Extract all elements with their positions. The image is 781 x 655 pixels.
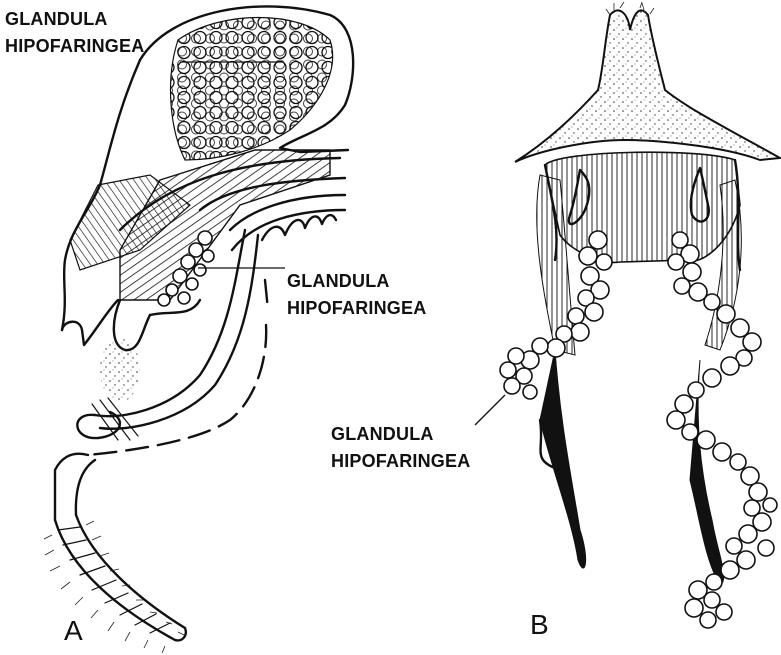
label-line-2: HIPOFARINGEA bbox=[5, 36, 144, 56]
label-gland-a-mid: GLANDULA HIPOFARINGEA bbox=[287, 271, 426, 318]
panel-label-a: A bbox=[64, 615, 83, 646]
label-line-1: GLANDULA bbox=[331, 424, 434, 444]
panel-label-b: B bbox=[530, 609, 549, 640]
label-line-2: HIPOFARINGEA bbox=[287, 298, 426, 318]
label-gland-b: GLANDULA HIPOFARINGEA bbox=[331, 424, 470, 471]
panel-a-drawing bbox=[44, 6, 353, 653]
label-line-1: GLANDULA bbox=[5, 9, 108, 29]
label-line-2: HIPOFARINGEA bbox=[331, 451, 470, 471]
panel-b-drawing bbox=[475, 2, 780, 628]
label-gland-a-top: GLANDULA HIPOFARINGEA bbox=[5, 9, 144, 56]
label-line-1: GLANDULA bbox=[287, 271, 390, 291]
